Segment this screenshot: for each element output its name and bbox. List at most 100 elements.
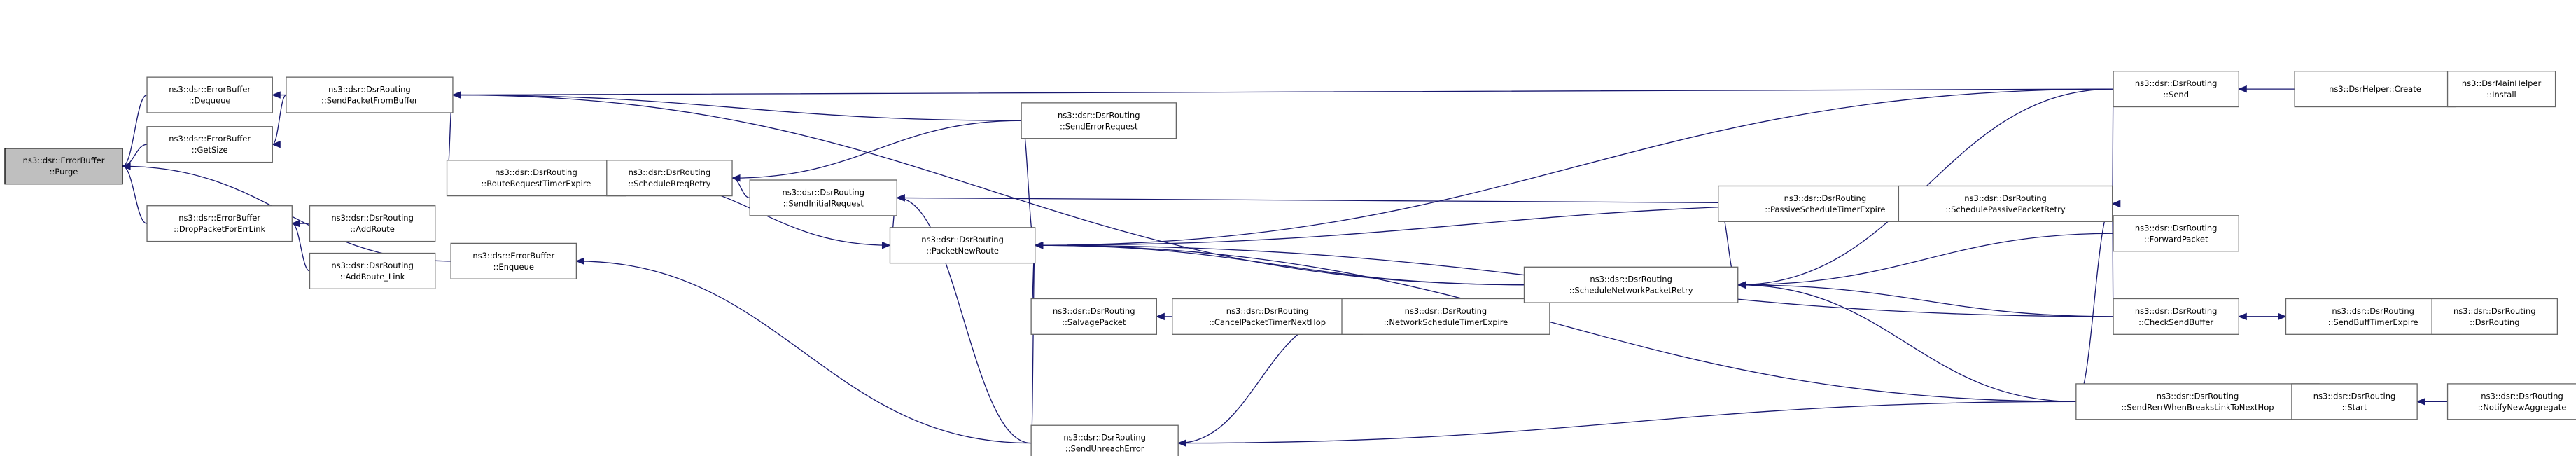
node-label: ns3::dsr::DsrRouting [629, 167, 711, 177]
node-label: ::Dequeue [189, 96, 231, 106]
node-mainhelper[interactable]: ns3::DsrMainHelper::Install [2446, 71, 2556, 108]
node-label: ns3::dsr::DsrRouting [2332, 306, 2414, 316]
node-addroutelink[interactable]: ns3::dsr::DsrRouting::AddRoute_Link [309, 252, 436, 289]
node-box [4, 148, 123, 185]
node-box [2446, 383, 2576, 420]
node-label: ns3::dsr::DsrRouting [1053, 306, 1135, 316]
node-box [1898, 185, 2113, 222]
node-label: ::SendBuffTimerExpire [2328, 317, 2418, 327]
node-enqueue[interactable]: ns3::dsr::ErrorBuffer::Enqueue [450, 242, 578, 279]
node-box [2294, 71, 2456, 108]
edge-send-to-sendpfb [452, 88, 2114, 96]
node-label: ::GetSize [192, 145, 228, 155]
node-box [2076, 383, 2320, 420]
node-label: ns3::dsr::ErrorBuffer [472, 251, 554, 261]
node-addroute[interactable]: ns3::dsr::DsrRouting::AddRoute [309, 205, 436, 242]
node-label: ::Install [2486, 90, 2516, 99]
edge-schednet-to-sendpfb [452, 94, 1525, 286]
node-label: ::SendUnreachError [1065, 444, 1144, 454]
edge-pktnew-to-senderrreq [1021, 120, 1036, 246]
node-box [1172, 298, 1364, 335]
node-rrtexp[interactable]: ns3::dsr::DsrRouting::RouteRequestTimerE… [446, 160, 626, 197]
node-salvage[interactable]: ns3::dsr::DsrRouting::SalvagePacket [1030, 298, 1158, 335]
edge-schednet-to-pktnew [1035, 244, 1525, 286]
edge-arrowhead [2278, 312, 2287, 321]
node-notify[interactable]: ns3::dsr::DsrRouting::NotifyNewAggregate [2446, 383, 2576, 420]
node-label: ns3::dsr::DsrRouting [1590, 275, 1672, 284]
node-box [1341, 298, 1550, 335]
node-helpercreate[interactable]: ns3::DsrHelper::Create [2294, 71, 2456, 108]
node-box [1718, 185, 1933, 222]
node-label: ns3::dsr::DsrRouting [2481, 391, 2563, 401]
edge-arrowhead [895, 194, 905, 202]
node-schedrreq[interactable]: ns3::dsr::DsrRouting::ScheduleRreqRetry [606, 160, 733, 197]
edge-arrowhead [271, 91, 281, 99]
node-box [286, 76, 454, 113]
node-box [1523, 266, 1739, 303]
node-checksend[interactable]: ns3::dsr::DsrRouting::CheckSendBuffer [2113, 298, 2239, 335]
node-label: ::ScheduleRreqRetry [628, 179, 710, 188]
node-box [146, 126, 273, 163]
node-dequeue[interactable]: ns3::dsr::ErrorBuffer::Dequeue [146, 76, 273, 113]
node-schednet[interactable]: ns3::dsr::DsrRouting::ScheduleNetworkPac… [1523, 266, 1739, 303]
edge-addroutelink-to-dropfor [291, 223, 310, 272]
node-forward[interactable]: ns3::dsr::DsrRouting::ForwardPacket [2113, 215, 2239, 252]
node-label: ::SalvagePacket [1062, 317, 1126, 327]
node-label: ::DropPacketForErrLink [174, 224, 265, 234]
node-label: ::PacketNewRoute [926, 246, 999, 256]
node-getsize[interactable]: ns3::dsr::ErrorBuffer::GetSize [146, 126, 273, 163]
node-label: ns3::dsr::DsrRouting [2135, 306, 2218, 316]
node-label: ::SendRerrWhenBreaksLinkToNextHop [2121, 402, 2274, 412]
edge-sendunreach-to-netsched [1178, 316, 1343, 444]
node-passivest[interactable]: ns3::dsr::DsrRouting::PassiveScheduleTim… [1718, 185, 1933, 222]
node-sendbuff[interactable]: ns3::dsr::DsrRouting::SendBuffTimerExpir… [2285, 298, 2461, 335]
node-schedpass[interactable]: ns3::dsr::DsrRouting::SchedulePassivePac… [1898, 185, 2113, 222]
edge-arrowhead [2111, 200, 2121, 208]
node-label: ns3::DsrHelper::Create [2329, 84, 2421, 94]
node-sendinit[interactable]: ns3::dsr::DsrRouting::SendInitialRequest [749, 179, 897, 216]
node-label: ns3::dsr::DsrRouting [2314, 391, 2396, 401]
node-label: ::DsrRouting [2470, 317, 2519, 327]
node-cancelpkt[interactable]: ns3::dsr::DsrRouting::CancelPacketTimerN… [1172, 298, 1364, 335]
edge-arrowhead [731, 174, 741, 182]
edge-arrowhead [1156, 312, 1165, 321]
node-label: ns3::dsr::DsrRouting [331, 213, 414, 223]
edge-arrowhead [1177, 439, 1186, 447]
node-start[interactable]: ns3::dsr::DsrRouting::Start [2291, 383, 2418, 420]
node-pktnew[interactable]: ns3::dsr::DsrRouting::PacketNewRoute [889, 227, 1036, 264]
node-purge[interactable]: ns3::dsr::ErrorBuffer::Purge [4, 148, 123, 185]
node-senderrreq[interactable]: ns3::dsr::DsrRouting::SendErrorRequest [1021, 102, 1177, 139]
node-label: ns3::dsr::DsrRouting [2454, 306, 2536, 316]
edge-arrowhead [290, 219, 300, 228]
node-dropfor[interactable]: ns3::dsr::ErrorBuffer::DropPacketForErrL… [146, 205, 293, 242]
node-dsrrouting[interactable]: ns3::dsr::DsrRouting::DsrRouting [2431, 298, 2558, 335]
edge-arrowhead [2237, 85, 2247, 93]
node-sendunreach[interactable]: ns3::dsr::DsrRouting::SendUnreachError [1030, 424, 1179, 456]
node-label: ::SendInitialRequest [783, 198, 864, 208]
node-label: ns3::dsr::DsrRouting [1063, 433, 1146, 443]
edge-senderrreq-to-sendpfb [452, 94, 1022, 121]
edge-sendunreach-to-enqueue [576, 261, 1032, 444]
node-box [889, 227, 1036, 264]
node-label: ns3::dsr::DsrRouting [921, 235, 1004, 244]
node-label: ::SchedulePassivePacketRetry [1945, 205, 2066, 214]
node-label: ::NotifyNewAggregate [2478, 402, 2567, 412]
node-box [1030, 298, 1158, 335]
node-box [2285, 298, 2461, 335]
node-label: ns3::dsr::DsrRouting [495, 167, 578, 177]
node-box [146, 76, 273, 113]
node-label: ns3::dsr::ErrorBuffer [23, 156, 105, 165]
node-send[interactable]: ns3::dsr::DsrRouting::Send [2113, 71, 2239, 108]
node-sendpfb[interactable]: ns3::dsr::DsrRouting::SendPacketFromBuff… [286, 76, 454, 113]
node-box [446, 160, 626, 197]
node-label: ns3::dsr::DsrRouting [2135, 78, 2218, 88]
node-label: ns3::dsr::DsrRouting [331, 261, 414, 270]
edge-arrowhead [1034, 241, 1044, 249]
node-label: ::PassiveScheduleTimerExpire [1765, 205, 1885, 214]
node-netsched[interactable]: ns3::dsr::DsrRouting::NetworkScheduleTim… [1341, 298, 1550, 335]
node-label: ::NetworkScheduleTimerExpire [1384, 317, 1508, 327]
node-sendrerr[interactable]: ns3::dsr::DsrRouting::SendRerrWhenBreaks… [2076, 383, 2320, 420]
node-label: ::SendErrorRequest [1060, 121, 1138, 131]
edge-sendrerr-to-sendunreach [1178, 401, 2076, 444]
edge-forward-to-schednet [1737, 233, 2114, 286]
